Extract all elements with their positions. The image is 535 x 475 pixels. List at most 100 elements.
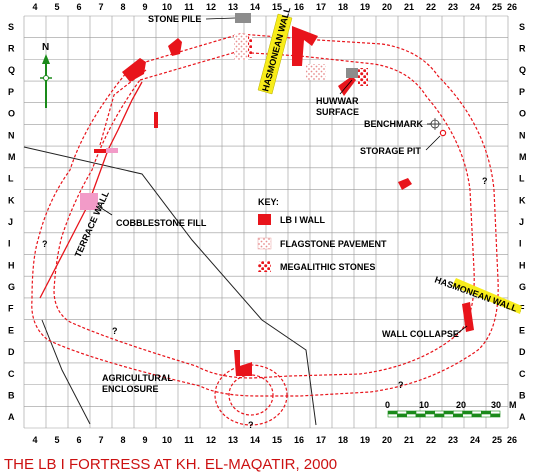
huwwar-stone-marker	[346, 68, 358, 78]
grid-row-label: F	[519, 304, 525, 314]
scale-bar-segment	[387, 413, 398, 418]
scale-bar-segment	[406, 410, 417, 415]
scale-bar-segment	[453, 413, 463, 418]
grid-column-label: 20	[382, 2, 392, 12]
key-swatch-flagstone	[257, 237, 272, 250]
map-key: KEY: LB I WALL FLAGSTONE PAVEMENT MEGALI…	[257, 197, 387, 272]
grid-column-label: 19	[360, 2, 370, 12]
grid-row-label: E	[519, 325, 525, 335]
label-storage-pit: STORAGE PIT	[360, 146, 421, 156]
scale-bar-segment	[434, 410, 445, 415]
grid-row-label: S	[8, 22, 14, 32]
grid-row-label: A	[8, 412, 15, 422]
grid-row-label: C	[519, 369, 526, 379]
question-mark: ?	[398, 380, 404, 390]
north-arrow-letter: N	[42, 42, 49, 53]
scale-bar-segment	[443, 410, 454, 415]
hasmonean-wall-north: HASMONEAN WALL	[257, 5, 293, 95]
grid-column-label: 13	[228, 2, 238, 12]
scale-unit-label: M	[509, 400, 517, 410]
flagstone-pavement-north	[234, 34, 248, 60]
grid-column-label: 8	[120, 435, 125, 445]
scale-bar: 0 10 20 30 M	[385, 400, 517, 418]
road-lines	[23, 146, 317, 426]
grid-row-label: P	[519, 87, 525, 97]
cobblestone-fill-area	[80, 193, 98, 210]
grid-row-label: R	[8, 44, 15, 54]
grid-column-label: 6	[76, 2, 81, 12]
label-wall-collapse: WALL COLLAPSE	[382, 329, 459, 339]
grid-row-label: D	[8, 347, 15, 357]
grid-row-label: K	[519, 195, 526, 205]
north-gate-line	[99, 69, 147, 146]
grid-row-label: Q	[519, 65, 526, 75]
grid-row-label: D	[519, 347, 526, 357]
scale-bar-segment	[453, 410, 463, 415]
grid-column-label: 24	[470, 2, 480, 12]
grid-column-label: 11	[184, 2, 194, 12]
grid-column-label: 10	[162, 435, 172, 445]
wall-segment-nw	[122, 58, 146, 82]
key-swatch-megalithic	[258, 261, 271, 272]
wall-segment-east	[398, 178, 412, 190]
grid-column-label: 19	[360, 435, 370, 445]
grid-column-label: 23	[448, 435, 458, 445]
question-mark: ?	[248, 420, 254, 430]
grid-row-label: S	[519, 22, 525, 32]
outer-wall-outline	[31, 33, 499, 397]
grid-column-label: 4	[32, 2, 37, 12]
grid-row-label: I	[8, 239, 11, 249]
scale-bar-segment	[462, 410, 473, 415]
grid-column-label: 9	[142, 2, 147, 12]
scale-bar-segment	[481, 410, 491, 415]
scale-tick-label: 0	[385, 400, 390, 410]
question-mark: ?	[112, 326, 118, 336]
grid-column-label: 6	[76, 435, 81, 445]
key-label-lb1-wall: LB I WALL	[280, 215, 325, 225]
label-agricultural-line1: AGRICULTURAL	[102, 373, 173, 383]
wall-segment-west-bar	[94, 149, 116, 153]
wall-segment-ne-tower	[292, 26, 318, 66]
grid-labels: 4455667788991010111112121313141415151616…	[8, 2, 527, 445]
scale-bar-segment	[425, 410, 435, 415]
grid-column-label: 21	[404, 435, 414, 445]
scale-tick-label: 20	[456, 400, 466, 410]
grid-row-label: G	[519, 282, 526, 292]
key-heading: KEY:	[258, 197, 279, 207]
scale-bar-segment	[425, 413, 435, 418]
grid-column-label: 7	[98, 435, 103, 445]
lb1-wall-segments	[94, 26, 474, 376]
grid-row-label: L	[8, 174, 14, 184]
hasmonean-wall-east-label: HASMONEAN WALL	[433, 274, 519, 313]
grid-column-label: 5	[54, 435, 59, 445]
scale-bar-segment	[490, 413, 501, 418]
grid-column-label: 12	[206, 2, 216, 12]
grid-column-label: 15	[272, 2, 282, 12]
label-agricultural-line2: ENCLOSURE	[102, 384, 159, 394]
grid-column-label: 25	[492, 435, 502, 445]
grid-row-label: P	[8, 87, 14, 97]
label-cobblestone-fill: COBBLESTONE FILL	[116, 218, 207, 228]
grid-row-label: G	[8, 282, 15, 292]
grid-column-label: 18	[338, 2, 348, 12]
grid-row-label: O	[519, 109, 526, 119]
scale-bar-segment	[471, 410, 482, 415]
grid-column-label: 9	[142, 435, 147, 445]
hasmonean-wall-north-band	[257, 13, 293, 95]
grid-column-label: 23	[448, 2, 458, 12]
grid-row-label: H	[519, 260, 526, 270]
grid-column-label: 13	[228, 435, 238, 445]
grid-row-label: A	[519, 412, 526, 422]
grid-column-label: 14	[250, 2, 260, 12]
grid-row-label: M	[519, 152, 527, 162]
key-swatch-lb1-wall	[258, 214, 271, 225]
grid-column-label: 22	[426, 2, 436, 12]
grid-row-label: L	[519, 174, 525, 184]
grid-column-label: 17	[316, 2, 326, 12]
scale-bar-segment	[462, 413, 473, 418]
scale-bar-segment	[443, 413, 454, 418]
grid-column-label: 21	[404, 2, 414, 12]
key-label-megalithic: MEGALITHIC STONES	[280, 262, 375, 272]
grid-column-label: 16	[294, 435, 304, 445]
